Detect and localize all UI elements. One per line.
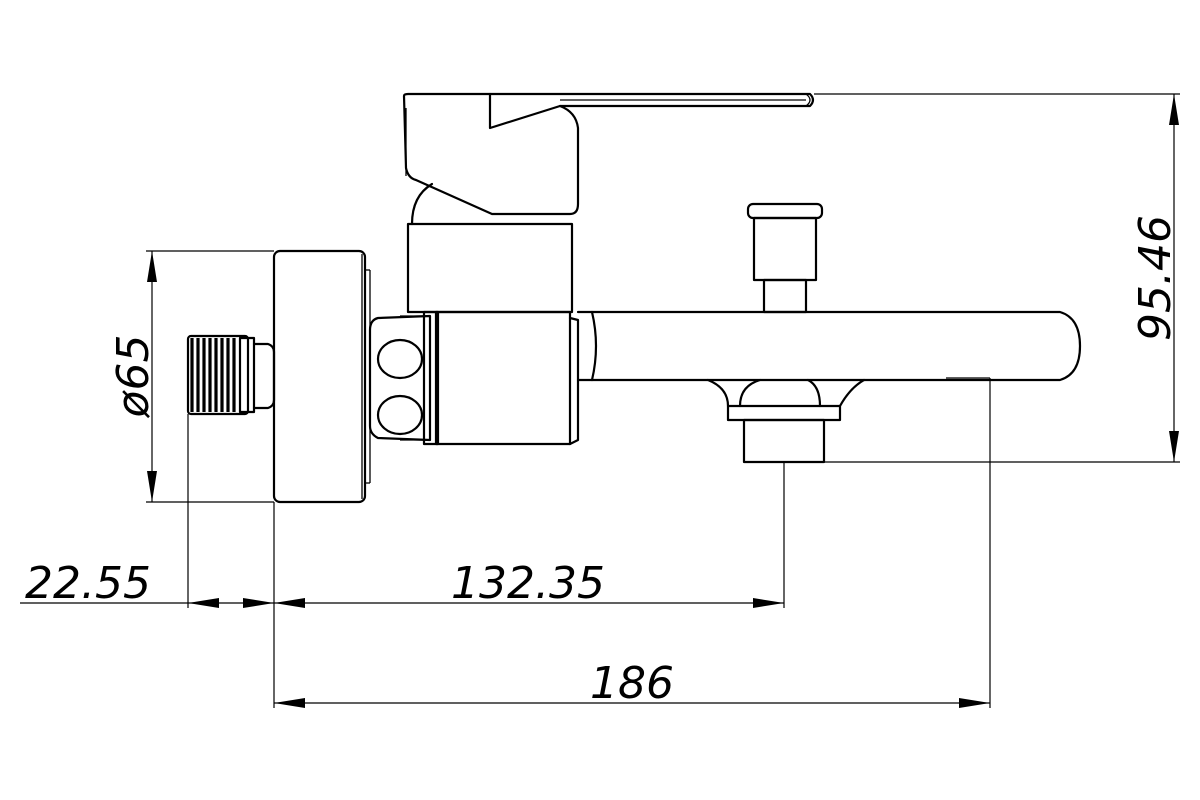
dimension-total-length: 186 (274, 658, 990, 709)
extension-lines (146, 93, 1180, 708)
dimension-height: 95.46 (1130, 94, 1181, 462)
dimension-flange-diameter: ø65 (108, 251, 159, 502)
diverter-knob (746, 202, 824, 314)
threaded-inlet (186, 334, 276, 416)
dimension-label-height: 95.46 (1130, 215, 1181, 341)
hose-outlet (706, 378, 866, 464)
faucet-outline (186, 92, 1082, 504)
dimension-label-spout-distance: 132.35 (451, 558, 605, 609)
spout (576, 310, 1082, 382)
lever-handle (402, 92, 815, 314)
mixer-body (434, 310, 580, 446)
wall-flange (272, 249, 371, 504)
dimension-chain-upper: 22.55 132.35 (20, 558, 784, 609)
eccentric-connector (368, 310, 440, 446)
dimension-label-thread-length: 22.55 (25, 558, 151, 609)
dimension-label-flange-diameter: ø65 (108, 335, 159, 419)
dimension-label-total-length: 186 (590, 658, 674, 709)
